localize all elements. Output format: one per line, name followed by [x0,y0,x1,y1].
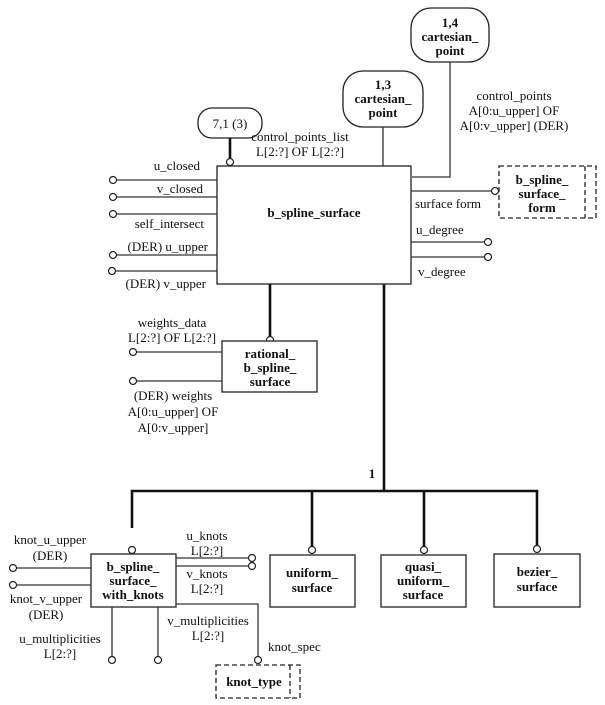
u-knots-end [247,553,257,563]
attr-control-points: control_points [476,88,551,103]
rational-line3: surface [250,374,291,389]
attr-weights-data-type: L[2:?] OF L[2:?] [128,330,216,345]
entity-uniform-surface [269,554,356,608]
with-knots-line2: surface_ [110,573,157,588]
v-knots-end [247,561,257,571]
attr-knot-u-upper-der: (DER) [33,548,68,563]
quasi-line2: uniform_ [397,573,450,588]
attr-v-knots: v_knots [186,566,227,581]
attr-v-multiplicities: v_multiplicities [167,613,249,628]
attr-control-points-list: control_points_list [251,129,349,144]
rational-line1: rational_ [245,346,296,361]
attr-v-upper: (DER) v_upper [125,276,206,291]
attr-self-intersect: self_intersect [135,216,205,231]
type-surface-form-line3: form [528,200,556,215]
attr-u-closed: u_closed [154,158,201,173]
attr-knot-v-upper-der: (DER) [29,607,64,622]
branch-uniform-end [307,545,317,555]
entity-b-spline-surface [216,165,412,285]
v-closed-end [108,192,118,202]
attr-u-multiplicities-type: L[2:?] [44,646,76,661]
type-knot-type [215,664,301,699]
surface-form-end [490,186,500,196]
attr-v-closed: v_closed [157,181,204,196]
oneof-label: 1 [369,466,376,481]
attr-v-degree: v_degree [418,264,466,279]
cp13-line1: 1,3 [375,77,392,92]
attr-weights-type1: A[0:u_upper] OF [128,404,219,419]
quasi-line1: quasi_ [405,559,442,574]
v-degree-end [483,252,493,262]
entity-quasi-uniform-surface [380,554,467,608]
type-knot-type-label: knot_type [226,674,282,689]
branch-bezier-end [532,544,542,554]
with-knots-line3: with_knots [102,587,163,602]
knot-spec-end [253,655,263,665]
attr-control-points-type2: A[0:v_upper] (DER) [460,118,569,133]
branch-with-knots-end [127,545,137,555]
type-surface-form-line2: surface_ [519,186,566,201]
attr-u-multiplicities: u_multiplicities [19,631,101,646]
attr-weights-data: weights_data [138,315,207,330]
page-ref-7-1-label: 7,1 (3) [213,116,248,131]
attr-weights: (DER) weights [134,388,212,403]
rational-line2: b_spline_ [244,360,297,375]
attr-weights-type2: A[0:v_upper] [138,420,209,435]
attr-control-points-type1: A[0:u_upper] OF [469,103,560,118]
attr-u-knots-type: L[2:?] [191,543,223,558]
ref-7-1-link-end [225,157,235,167]
attr-v-knots-type: L[2:?] [191,581,223,596]
cp13-line2: cartesian_ [354,91,412,106]
u-multiplicities-end [107,655,117,665]
entity-rational-b-spline-surface [221,340,318,393]
attr-u-upper: (DER) u_upper [127,239,208,254]
knot-v-upper-end [8,580,18,590]
type-b-spline-surface-form [498,165,597,219]
branch-quasi-uniform-end [419,545,429,555]
uniform-line2: surface [292,580,333,595]
cp14-line2: cartesian_ [421,29,479,44]
attr-control-points-list-type: L[2:?] OF L[2:?] [256,144,344,159]
quasi-line3: surface [403,587,444,602]
entity-bezier-surface [493,553,581,608]
u-degree-end [483,237,493,247]
entity-b-spline-surface-label: b_spline_surface [267,205,360,220]
cp14-line1: 1,4 [442,15,459,30]
self-intersect-end [108,209,118,219]
with-knots-line1: b_spline_ [107,559,160,574]
cp14-line3: point [436,43,466,58]
attr-knot-spec: knot_spec [268,639,321,654]
attr-knot-v-upper: knot_v_upper [10,591,83,606]
oneof-branch [130,489,539,546]
bezier-line1: bezier_ [517,564,558,579]
knot-u-upper-end [8,563,18,573]
weights-end [128,376,138,386]
control-points-link [412,62,451,178]
weights-data-end [128,347,138,357]
type-surface-form-line1: b_spline_ [516,172,569,187]
cp13-line3: point [369,105,399,120]
attr-u-knots: u_knots [186,528,227,543]
u-closed-end [108,175,118,185]
entity-b-spline-surface-with-knots [90,553,177,608]
attr-surface-form: surface form [415,196,481,211]
v-upper-end [107,266,117,276]
attr-v-multiplicities-type: L[2:?] [192,628,224,643]
attr-u-degree: u_degree [416,222,464,237]
u-upper-end [108,250,118,260]
uniform-line1: uniform_ [286,565,339,580]
knot-spec-line [176,603,259,657]
bezier-line2: surface [517,579,558,594]
attr-knot-u-upper: knot_u_upper [14,532,87,547]
v-multiplicities-end [153,655,163,665]
